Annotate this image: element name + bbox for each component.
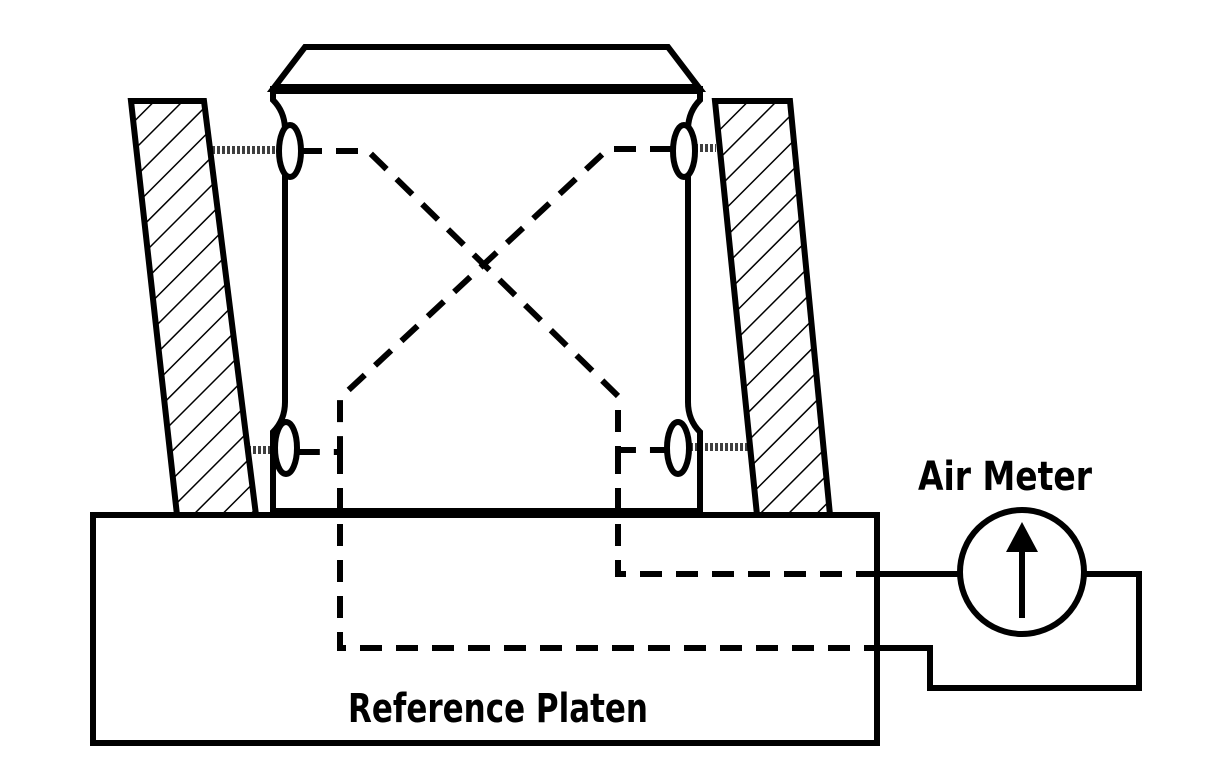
upper-left-nozzle — [276, 122, 304, 180]
reference-platen — [90, 512, 880, 746]
air-passage-b — [298, 146, 672, 455]
air-passage-c — [615, 452, 876, 577]
gauge-plug-top-cap — [266, 44, 707, 92]
reference-platen-label: Reference Platen — [348, 686, 648, 732]
right-bore-wall — [711, 98, 834, 518]
left-bore-wall — [127, 98, 260, 518]
lower-right-nozzle — [664, 419, 692, 477]
lower-left-nozzle — [272, 419, 300, 477]
air-meter-label: Air Meter — [918, 454, 1092, 500]
upper-right-nozzle — [670, 122, 698, 180]
up-arrow-icon — [1006, 522, 1038, 618]
gauge-plug — [266, 44, 707, 514]
air-passage-d — [337, 452, 876, 651]
air-line-return — [874, 571, 1142, 691]
air-passage-a — [300, 148, 668, 453]
gauge-plug-body — [270, 86, 703, 514]
